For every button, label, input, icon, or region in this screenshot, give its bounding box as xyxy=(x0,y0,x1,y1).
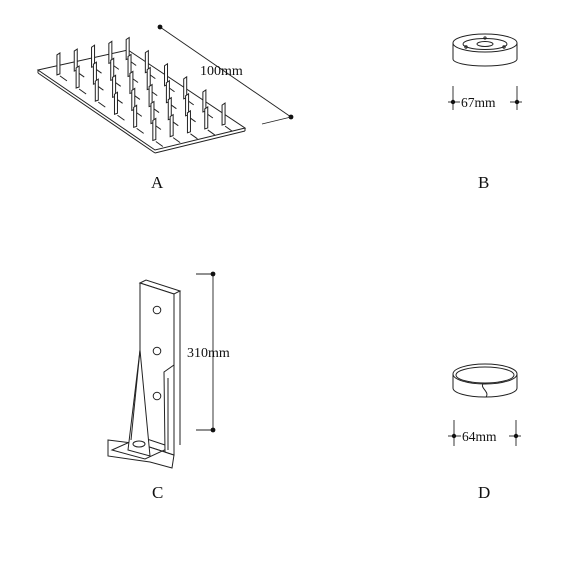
split-ring-drawing xyxy=(452,363,518,398)
panel-letter-b: B xyxy=(478,173,489,192)
plate-tooth xyxy=(169,113,174,138)
panel-letter-d: D xyxy=(478,483,490,502)
plate-tooth-slot xyxy=(59,75,68,82)
dimension-67mm: 67mm xyxy=(448,86,522,110)
plate-tooth xyxy=(56,51,61,76)
plate-tooth xyxy=(152,117,157,142)
plate-tooth xyxy=(113,91,118,115)
plate-tooth-slot xyxy=(224,125,233,132)
plate-tooth-slot xyxy=(190,133,198,140)
plate-tooth-slot xyxy=(155,141,164,147)
plate-tooth xyxy=(133,104,138,129)
dimension-64mm: 64mm xyxy=(448,420,521,446)
plate-tooth-slot xyxy=(78,88,87,95)
panel-letter-c: C xyxy=(152,483,163,502)
plate-tooth-slot xyxy=(207,129,216,136)
washer-drawing xyxy=(452,33,518,67)
plate-tooth-slot xyxy=(172,137,181,144)
dimension-label-a: 100mm xyxy=(200,64,243,79)
bracket-drawing xyxy=(107,279,182,469)
panel-b: 67mm B xyxy=(448,33,522,192)
dimension-100mm: 100mm xyxy=(157,24,294,125)
plate-tooth xyxy=(221,102,226,126)
panel-a: 100mm A xyxy=(36,24,294,192)
plate-tooth-slot xyxy=(98,101,106,108)
plate-tooth xyxy=(204,106,209,130)
dimension-label-c: 310mm xyxy=(187,346,230,361)
plate-tooth-slot xyxy=(136,127,144,134)
plate-tooth xyxy=(75,65,80,89)
nail-plate-drawing xyxy=(36,36,247,154)
plate-tooth-slot xyxy=(117,114,125,121)
panel-d: 64mm D xyxy=(448,363,521,502)
dimension-310mm: 310mm xyxy=(187,271,230,433)
plate-tooth xyxy=(94,78,99,102)
plate-tooth xyxy=(186,109,191,134)
panel-letter-a: A xyxy=(151,173,164,192)
dimension-label-d: 64mm xyxy=(462,429,497,444)
panel-c: 310mm C xyxy=(107,271,230,502)
plate-teeth xyxy=(56,36,233,147)
dimension-label-b: 67mm xyxy=(461,95,496,110)
